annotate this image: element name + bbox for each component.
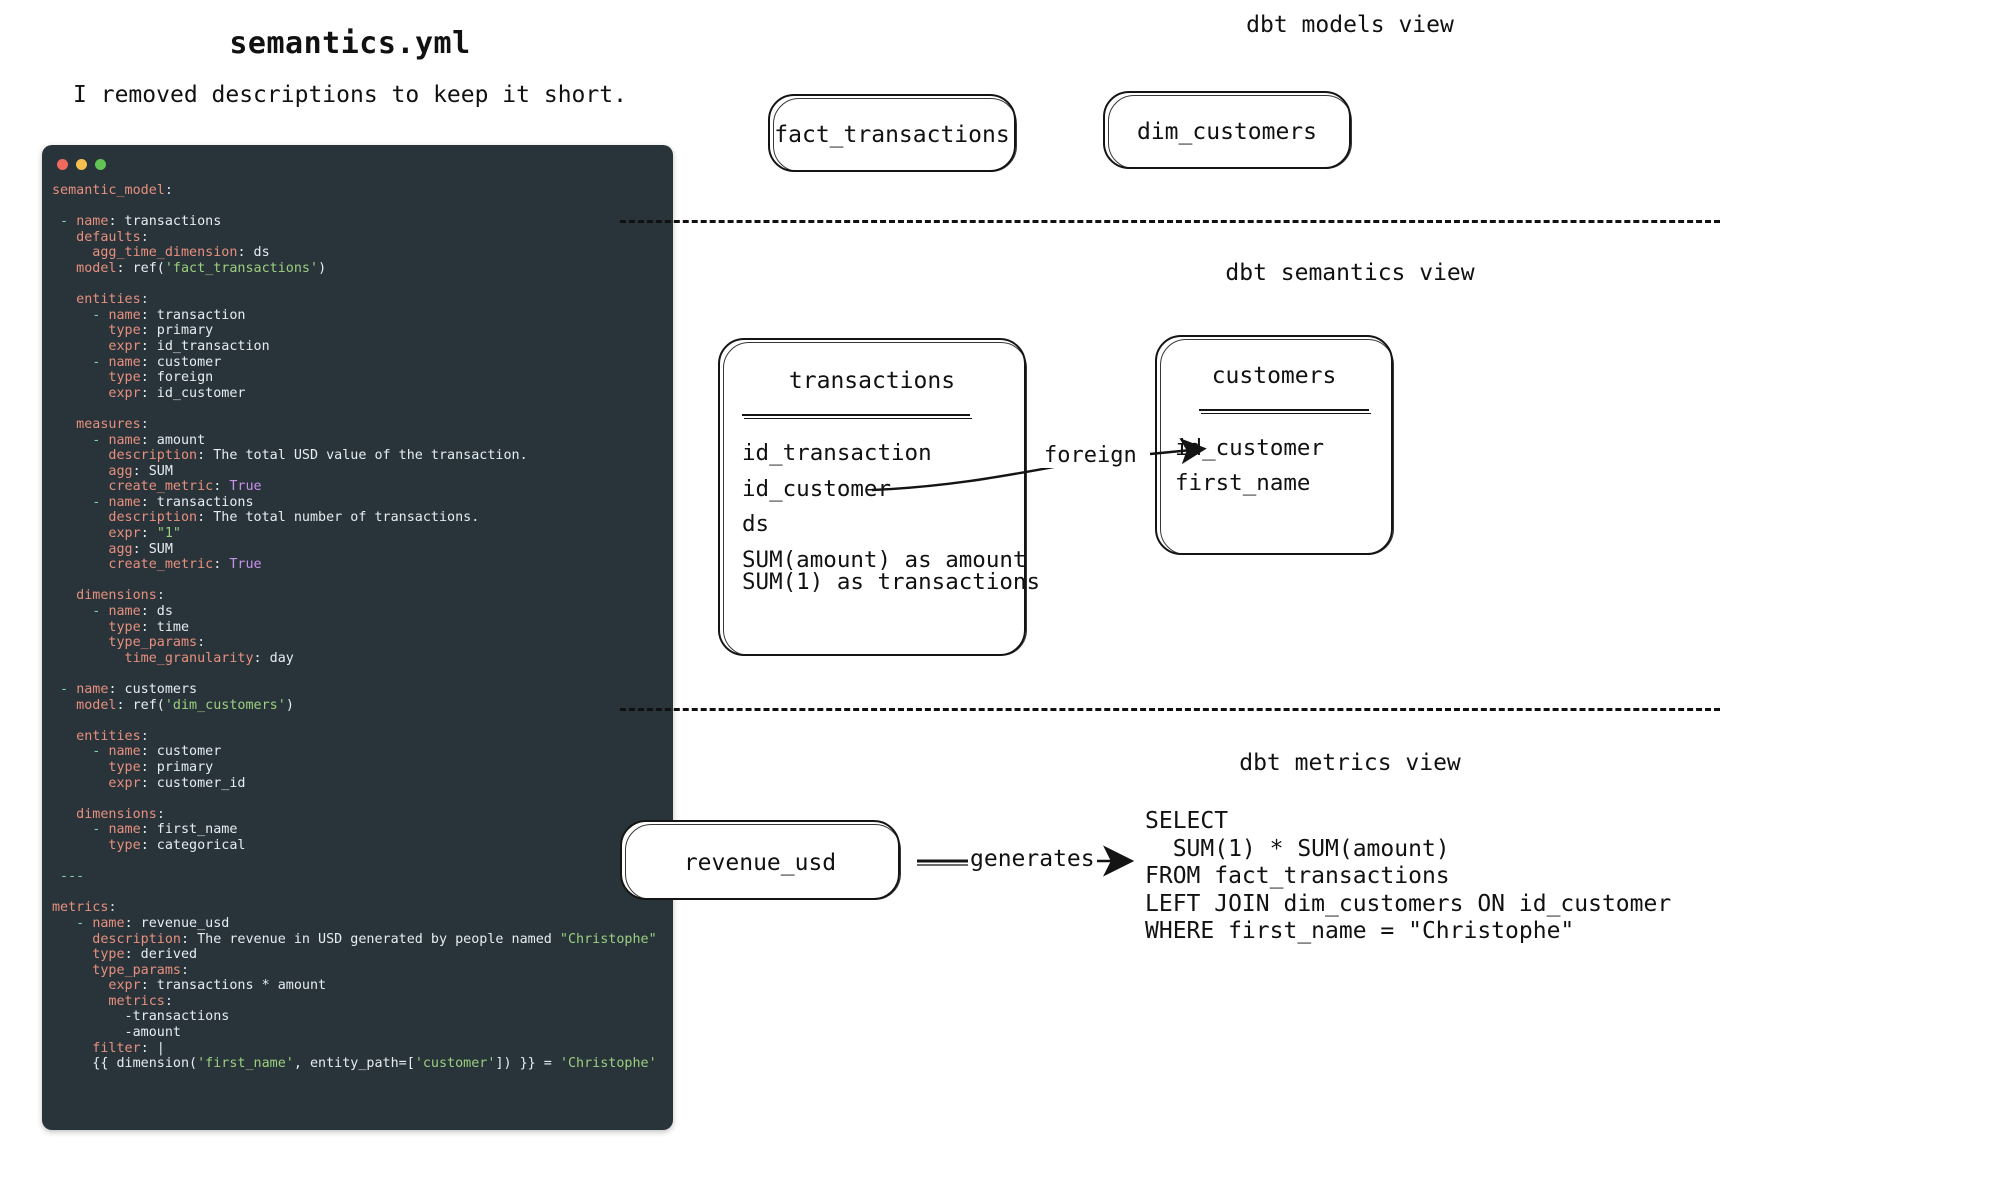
code-line	[52, 573, 673, 589]
code-line	[52, 277, 673, 293]
code-line	[52, 791, 673, 807]
entity-title-rule	[742, 414, 972, 419]
entity-field: ds	[742, 511, 770, 537]
entity-title: customers	[1211, 363, 1337, 389]
close-icon[interactable]	[57, 159, 68, 170]
model-box-dim-customers[interactable]: dim_customers	[1103, 91, 1352, 169]
entity-field: first_name	[1175, 470, 1311, 496]
maximize-icon[interactable]	[95, 159, 106, 170]
code-line: type: primary	[52, 759, 214, 775]
code-line: description: The revenue in USD generate…	[52, 931, 657, 947]
code-line	[52, 666, 673, 682]
code-line: - name: first_name	[52, 822, 238, 838]
code-line	[52, 401, 673, 417]
section-divider-2	[620, 708, 1720, 711]
code-line: - name: amount	[52, 432, 206, 448]
model-box-fact-transactions[interactable]: fact_transactions	[768, 94, 1017, 172]
code-line: model: ref('dim_customers')	[52, 697, 294, 713]
diagram-panel: dbt models view fact_transactions dim_cu…	[620, 0, 2000, 1193]
code-line: filter: |	[52, 1040, 165, 1056]
code-line	[52, 885, 673, 901]
code-line: description: The total number of transac…	[52, 510, 480, 526]
code-line: metrics:	[52, 900, 117, 916]
code-line: dimensions:	[52, 588, 165, 604]
models-view-title: dbt models view	[1246, 12, 1454, 38]
code-line	[52, 713, 673, 729]
code-line: time_granularity: day	[52, 650, 294, 666]
entity-title-rule	[1199, 409, 1371, 414]
code-line: type: foreign	[52, 370, 214, 386]
code-line: expr: transactions * amount	[52, 978, 327, 994]
entity-box-transactions[interactable]: transactions id_transaction id_customer …	[718, 338, 1040, 656]
entity-field: id_transaction	[742, 440, 932, 466]
generates-label: generates	[968, 846, 1097, 872]
page-subtitle: I removed descriptions to keep it short.	[73, 82, 627, 108]
code-line: metrics:	[52, 993, 173, 1009]
file-panel: semantics.yml I removed descriptions to …	[0, 0, 700, 1193]
code-line: expr: customer_id	[52, 775, 246, 791]
code-line: - name: transactions	[52, 214, 222, 230]
sql-line: FROM fact_transactions	[1145, 863, 1450, 889]
code-line: - name: customer	[52, 354, 222, 370]
code-line: - name: transaction	[52, 307, 246, 323]
page-title: semantics.yml	[229, 26, 471, 61]
semantics-view-title: dbt semantics view	[1225, 260, 1475, 286]
generated-sql: SELECT SUM(1) * SUM(amount)FROM fact_tra…	[1145, 808, 1671, 946]
code-line: description: The total USD value of the …	[52, 448, 528, 464]
code-line: expr: id_customer	[52, 385, 246, 401]
code-line: type: derived	[52, 947, 198, 963]
entity-measure: SUM(amount) as amount	[742, 547, 1027, 573]
code-line: - name: revenue_usd	[52, 915, 230, 931]
code-line: ---	[52, 869, 85, 885]
metrics-view-title: dbt metrics view	[1239, 750, 1461, 776]
foreign-key-connector	[871, 437, 1207, 492]
code-line: - name: ds	[52, 604, 173, 620]
code-line: - name: transactions	[52, 494, 254, 510]
relation-label: foreign	[1041, 443, 1140, 468]
code-line: type_params:	[52, 635, 206, 651]
code-line: model: ref('fact_transactions')	[52, 260, 327, 276]
code-line: {{ dimension('first_name', entity_path=[…	[52, 1056, 657, 1072]
code-line: entities:	[52, 292, 149, 308]
yaml-code-block[interactable]: semantic_model: - name: transactions def…	[52, 183, 673, 1130]
code-line: type: primary	[52, 323, 214, 339]
code-line: expr: "1"	[52, 526, 181, 542]
sql-line: LEFT JOIN dim_customers ON id_customer	[1145, 890, 1672, 917]
code-line: -transactions	[52, 1009, 230, 1025]
code-line: create_metric: True	[52, 557, 262, 573]
entity-measure: SUM(1) as transactions	[742, 569, 1041, 595]
code-line: - name: customer	[52, 744, 222, 760]
window-controls[interactable]	[57, 159, 106, 170]
metric-box-revenue-usd[interactable]: revenue_usd	[620, 820, 901, 900]
code-line: type: time	[52, 619, 190, 635]
section-divider-1	[620, 220, 1720, 223]
code-line: agg: SUM	[52, 541, 173, 557]
code-line: type_params:	[52, 962, 190, 978]
code-line: -amount	[52, 1025, 181, 1041]
code-line: - name: customers	[52, 682, 198, 697]
sql-line: WHERE first_name = "Christophe"	[1145, 918, 1575, 944]
code-line: entities:	[52, 728, 149, 744]
code-line	[52, 854, 673, 870]
code-line: expr: id_transaction	[52, 338, 270, 354]
code-window: semantic_model: - name: transactions def…	[42, 145, 673, 1130]
entity-field: id_customer	[742, 476, 892, 502]
code-line: agg_time_dimension: ds	[52, 245, 270, 261]
code-line: defaults:	[52, 229, 149, 245]
sql-line: SUM(1) * SUM(amount)	[1145, 835, 1450, 862]
code-line: agg: SUM	[52, 463, 173, 479]
code-line: create_metric: True	[52, 479, 262, 495]
minimize-icon[interactable]	[76, 159, 87, 170]
code-line: semantic_model:	[52, 183, 173, 198]
model-box-label: fact_transactions	[774, 122, 1010, 148]
code-line: measures:	[52, 416, 149, 432]
entity-title: transactions	[788, 368, 956, 394]
code-line: type: categorical	[52, 837, 246, 853]
model-box-label: dim_customers	[1136, 119, 1317, 145]
metric-box-label: revenue_usd	[683, 850, 837, 876]
code-line: dimensions:	[52, 806, 165, 822]
code-line	[52, 199, 673, 215]
sql-line: SELECT	[1145, 808, 1229, 834]
